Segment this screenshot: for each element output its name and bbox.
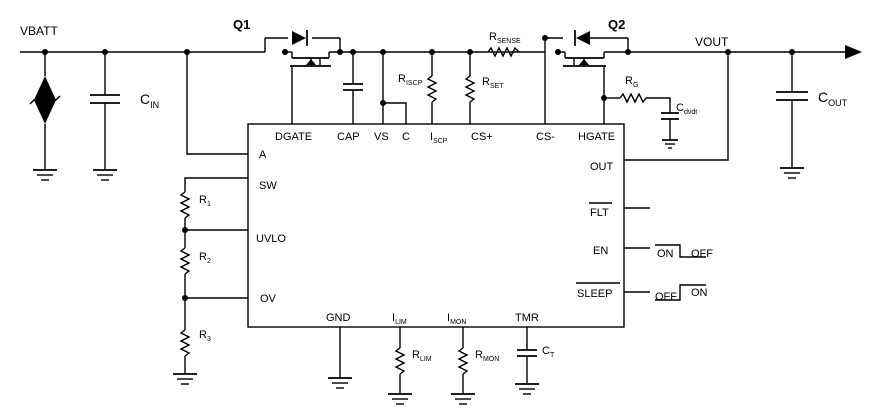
pin-iscp: ISCP [430, 131, 448, 145]
sleep-switch-right: ON [691, 287, 708, 299]
wire-out [624, 52, 729, 161]
vout-label: VOUT [695, 35, 729, 49]
pin-tmr: TMR [515, 312, 539, 324]
sleep-switch [624, 284, 706, 301]
r3-label: R3 [199, 329, 211, 343]
pin-ov: OV [260, 293, 277, 305]
rsense-label: RSENSE [489, 31, 521, 45]
pin-ilim: ILIM [392, 312, 407, 326]
pin-cap: CAP [337, 131, 360, 143]
tvs-diode [29, 52, 61, 181]
vbatt-label: VBATT [20, 24, 58, 38]
capacitor-cdvdt [661, 112, 679, 149]
ct-label: CT [542, 345, 555, 359]
pin-sw: SW [259, 180, 277, 192]
cin-label: CIN [140, 91, 159, 110]
wire-vs-c [382, 52, 407, 124]
pin-en: EN [593, 245, 608, 257]
riscp-label: RISCP [398, 73, 423, 87]
pin-a: A [259, 149, 267, 161]
transistor-q2 [563, 30, 606, 124]
rset-label: RSET [482, 76, 504, 90]
pin-hgate: HGATE [578, 131, 615, 143]
cdvdt-label: Cdvdt [676, 102, 697, 116]
resistor-rg [604, 92, 671, 113]
ic-body [247, 123, 625, 328]
transistor-q1 [290, 30, 331, 124]
wire-a [186, 52, 248, 155]
pin-uvlo: UVLO [256, 233, 286, 245]
pin-vs: VS [374, 131, 389, 143]
vbatt-rail [20, 37, 862, 59]
resistor-riscp [426, 52, 438, 124]
en-switch-right: OFF [691, 248, 713, 260]
r2-label: R2 [199, 251, 211, 265]
resistor-rlim [388, 327, 412, 405]
rmon-label: RMON [475, 349, 499, 363]
pin-gnd: GND [326, 312, 351, 324]
en-switch [624, 244, 706, 258]
pin-out: OUT [590, 161, 614, 173]
pin-cs-minus: CS- [536, 131, 555, 143]
q1-label: Q1 [233, 17, 250, 32]
sleep-switch-left: OFF [655, 291, 677, 303]
r1-label: R1 [199, 194, 211, 208]
capacitor-ct [515, 327, 539, 395]
capacitor-cout [776, 52, 808, 179]
q2-label: Q2 [608, 17, 625, 32]
pin-imon: IMON [447, 312, 466, 326]
cout-label: COUT [818, 89, 848, 108]
resistor-rsense [487, 46, 520, 58]
rg-label: RG [625, 75, 638, 89]
en-switch-left: ON [657, 248, 674, 260]
ground-gnd [328, 327, 352, 389]
pin-c: C [402, 131, 410, 143]
resistor-rmon [451, 327, 475, 405]
resistor-divider [173, 177, 248, 385]
pin-sleep: SLEEP [577, 288, 612, 300]
capacitor-cin [90, 52, 120, 181]
pin-cs-plus: CS+ [471, 131, 493, 143]
pin-flt: FLT [590, 207, 609, 219]
rlim-label: RLIM [412, 349, 432, 363]
resistor-rset [464, 52, 476, 124]
output-arrow [845, 45, 862, 59]
junction-dots [42, 35, 795, 301]
pin-dgate: DGATE [275, 131, 312, 143]
capacitor-cap [343, 52, 363, 124]
